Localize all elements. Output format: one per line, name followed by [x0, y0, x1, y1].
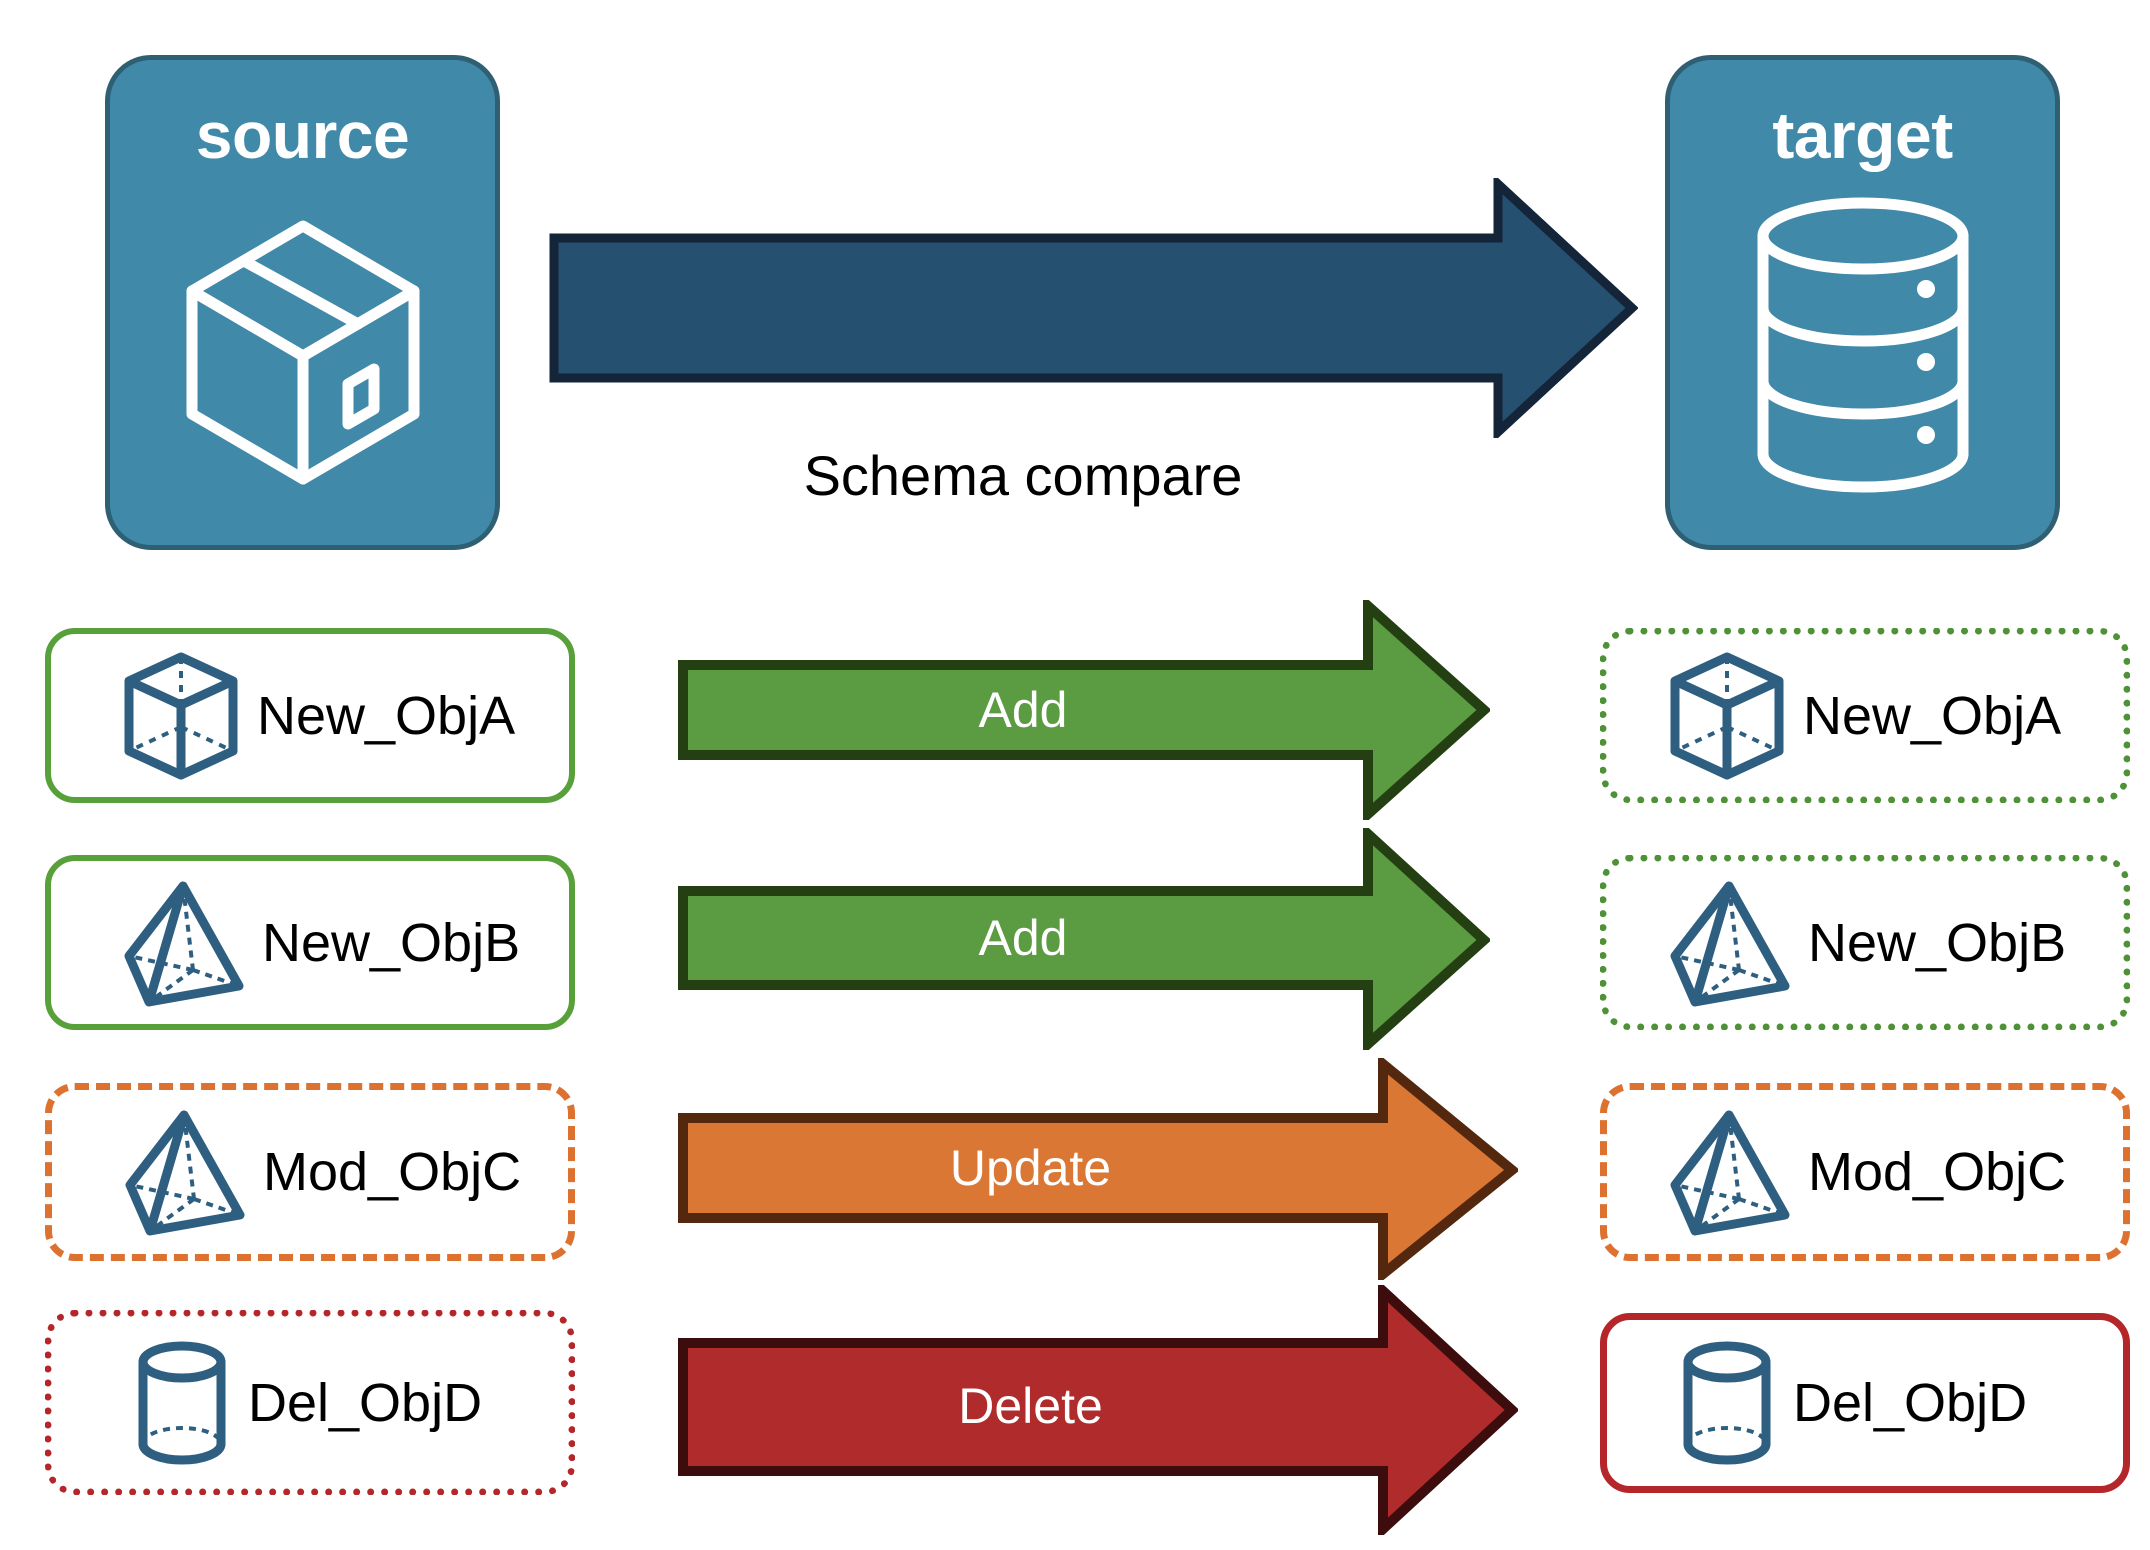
wireframe-cube-icon [1667, 651, 1787, 781]
source-card-new-objb[interactable]: New_ObjB [45, 855, 575, 1030]
source-card-label: New_ObjB [262, 912, 521, 973]
action-arrow-label: Update [949, 1140, 1112, 1196]
action-arrow-add-1[interactable]: Add [678, 594, 1492, 826]
source-card-mod-objc[interactable]: Mod_ObjC [45, 1083, 575, 1261]
wireframe-cube-icon [121, 651, 241, 781]
source-card-label: Mod_ObjC [263, 1142, 522, 1202]
target-card-label: Mod_ObjC [1808, 1142, 2067, 1202]
target-card-label: New_ObjB [1808, 912, 2067, 973]
package-box-icon [178, 196, 428, 501]
target-card-label: New_ObjA [1803, 685, 2062, 746]
wireframe-pyramid-icon [1667, 878, 1792, 1008]
source-card-label: New_ObjA [257, 685, 516, 746]
wireframe-pyramid-icon [1667, 1107, 1792, 1237]
target-card-mod-objc[interactable]: Mod_ObjC [1600, 1083, 2130, 1261]
schema-compare-arrow[interactable]: Schema compare [548, 173, 1639, 507]
wireframe-pyramid-icon [121, 878, 246, 1008]
target-card-label: Del_ObjD [1793, 1373, 2028, 1433]
database-cylinder-icon [1738, 196, 1988, 501]
source-card-new-obja[interactable]: New_ObjA [45, 628, 575, 803]
target-panel[interactable]: target [1665, 55, 2060, 550]
target-panel-title: target [1772, 98, 1953, 172]
source-card-label: Del_ObjD [248, 1372, 483, 1433]
schema-compare-arrow-label: Schema compare [803, 444, 1243, 507]
source-panel[interactable]: source [105, 55, 500, 550]
target-card-new-obja[interactable]: New_ObjA [1600, 628, 2130, 803]
target-card-new-objb[interactable]: New_ObjB [1600, 855, 2130, 1030]
cylinder-icon [1677, 1338, 1777, 1468]
action-arrow-add-2[interactable]: Add [678, 822, 1492, 1056]
action-arrow-label: Delete [958, 1378, 1103, 1434]
action-arrow-label: Add [978, 682, 1068, 738]
wireframe-pyramid-icon [122, 1107, 247, 1237]
source-panel-title: source [195, 98, 410, 172]
action-arrow-label: Add [978, 910, 1068, 966]
source-card-del-objd[interactable]: Del_ObjD [45, 1310, 575, 1495]
action-arrow-delete[interactable]: Delete [678, 1279, 1520, 1541]
action-arrow-update[interactable]: Update [678, 1053, 1520, 1285]
target-card-del-objd[interactable]: Del_ObjD [1600, 1313, 2130, 1493]
cylinder-icon [132, 1338, 232, 1468]
